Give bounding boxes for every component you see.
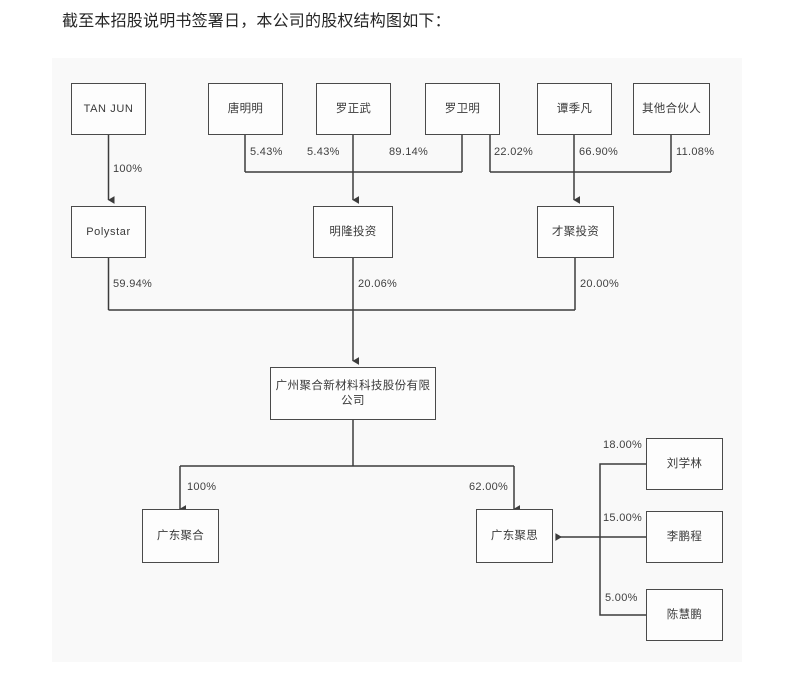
edge-label-main-jusi: 62.00% — [469, 481, 509, 493]
node-label: 李鹏程 — [666, 530, 703, 543]
node-other-partners[interactable]: 其他合伙人 — [633, 83, 710, 135]
node-label: 广州聚合新材料科技股份有限公司 — [275, 379, 431, 407]
edge-label-luozhengwu-minglong: 5.43% — [307, 146, 340, 158]
edge-label-caiju-main: 20.00% — [580, 278, 620, 290]
node-chen-huipeng[interactable]: 陈慧鹏 — [646, 589, 723, 641]
node-label: TAN JUN — [83, 102, 134, 115]
node-label: 明隆投资 — [329, 225, 377, 238]
node-li-pengcheng[interactable]: 李鹏程 — [646, 511, 723, 563]
node-tan-jifan[interactable]: 谭季凡 — [537, 83, 612, 135]
node-luo-weiming[interactable]: 罗卫明 — [425, 83, 500, 135]
node-label: Polystar — [86, 225, 131, 238]
node-polystar[interactable]: Polystar — [71, 206, 146, 258]
edge-label-chenhuipeng-jusi: 5.00% — [605, 592, 638, 604]
node-label: 刘学林 — [666, 457, 703, 470]
edge-label-others-caiju: 11.08% — [676, 146, 715, 158]
edge-label-liuxuelin-jusi: 18.00% — [603, 439, 643, 451]
node-guangdong-juhe[interactable]: 广东聚合 — [142, 509, 219, 563]
node-label: 广东聚合 — [156, 529, 205, 542]
node-minglong-investment[interactable]: 明隆投资 — [313, 206, 393, 258]
node-label: 罗卫明 — [444, 102, 481, 115]
edge-label-minglong-main: 20.06% — [358, 278, 398, 290]
node-tan-jun[interactable]: TAN JUN — [71, 83, 146, 135]
node-label: 谭季凡 — [556, 102, 593, 115]
node-label: 罗正武 — [335, 102, 372, 115]
node-label: 广东聚思 — [490, 529, 539, 542]
page-title: 截至本招股说明书签署日，本公司的股权结构图如下： — [62, 13, 451, 30]
node-caiju-investment[interactable]: 才聚投资 — [537, 206, 614, 258]
edge-label-tanjun-polystar: 100% — [113, 163, 143, 175]
edge-label-tanjifan-caiju: 66.90% — [579, 146, 619, 158]
node-luo-zhengwu[interactable]: 罗正武 — [316, 83, 391, 135]
edge-label-tang-minglong: 5.43% — [250, 146, 283, 158]
edge-label-luoweiming-caiju: 22.02% — [494, 146, 534, 158]
node-guangdong-jusi[interactable]: 广东聚思 — [476, 509, 553, 563]
node-main-company[interactable]: 广州聚合新材料科技股份有限公司 — [270, 367, 436, 420]
node-liu-xuelin[interactable]: 刘学林 — [646, 438, 723, 490]
edge-label-lipengcheng-jusi: 15.00% — [603, 512, 643, 524]
node-label: 陈慧鹏 — [666, 608, 703, 621]
edge-label-polystar-main: 59.94% — [113, 278, 153, 290]
node-label: 唐明明 — [227, 102, 264, 115]
edge-label-main-juhe: 100% — [187, 481, 217, 493]
node-label: 其他合伙人 — [642, 102, 701, 115]
edge-label-luoweiming-minglong: 89.14% — [389, 146, 429, 158]
node-tang-mingming[interactable]: 唐明明 — [208, 83, 283, 135]
node-label: 才聚投资 — [551, 225, 600, 238]
